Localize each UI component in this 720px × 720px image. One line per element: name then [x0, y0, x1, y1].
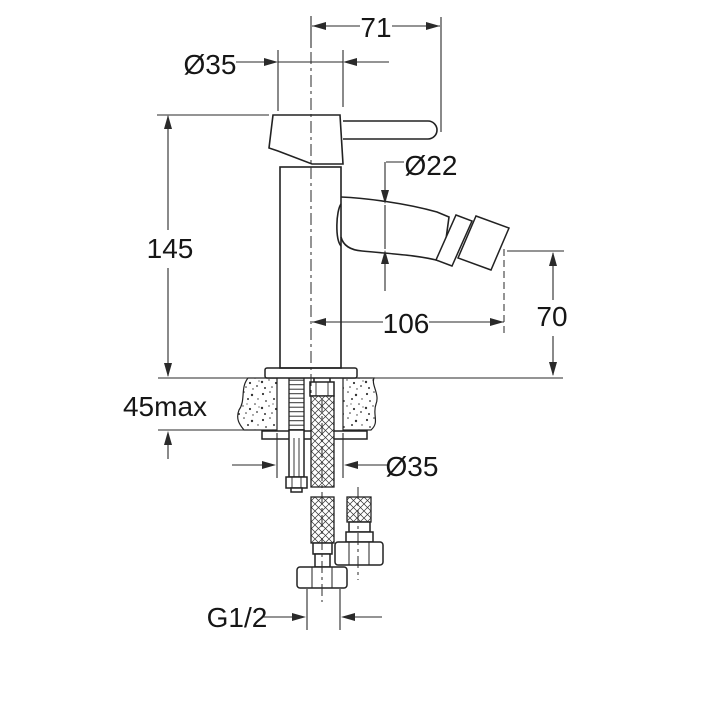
dim-label-mounting-hole: Ø35	[386, 451, 439, 482]
dim-label-spout-diameter: Ø22	[405, 150, 458, 181]
dim-spout-reach: 106	[312, 249, 505, 339]
lever-handle	[343, 120, 438, 140]
dim-label-supply-thread: G1/2	[207, 602, 268, 633]
mounting-hardware	[261, 376, 384, 589]
faucet-cap	[268, 114, 344, 165]
dim-spout-height: 70	[507, 250, 568, 376]
dim-label-spout-reach: 106	[383, 308, 430, 339]
dim-label-deck-thickness: 45max	[123, 391, 207, 422]
stud-nut	[285, 476, 308, 489]
dim-mounting-hole: Ø35	[232, 433, 438, 482]
countertop-section-right	[342, 377, 378, 431]
threaded-stud	[285, 377, 308, 493]
dim-body-diameter: Ø35	[184, 49, 389, 111]
supply-hose-right	[334, 496, 384, 566]
hose-collar-right-2	[345, 531, 374, 543]
dim-label-height-to-deck: 145	[147, 233, 194, 264]
hose-fitting-nut	[309, 376, 335, 397]
dim-label-body-diameter: Ø35	[184, 49, 237, 80]
dim-height-to-deck: 145	[147, 114, 269, 377]
dim-label-spout-height: 70	[536, 301, 567, 332]
dim-supply-thread: G1/2	[207, 589, 382, 633]
dim-label-lever-width: 71	[360, 12, 391, 43]
hose-collar-right-1	[348, 521, 371, 533]
spout	[336, 196, 511, 271]
dim-spout-diameter: Ø22	[381, 150, 457, 291]
faucet-outline	[264, 114, 511, 379]
aerator	[456, 215, 511, 271]
dim-deck-thickness: 45max	[123, 391, 207, 459]
centerlines	[310, 16, 359, 602]
countertop-section-left	[237, 377, 278, 431]
hose-nut-right	[334, 541, 384, 566]
stud-tip	[290, 487, 303, 493]
aerator-collar	[434, 214, 474, 267]
countertop-cross-section	[158, 377, 563, 431]
dim-lever-width: 71	[312, 12, 442, 132]
